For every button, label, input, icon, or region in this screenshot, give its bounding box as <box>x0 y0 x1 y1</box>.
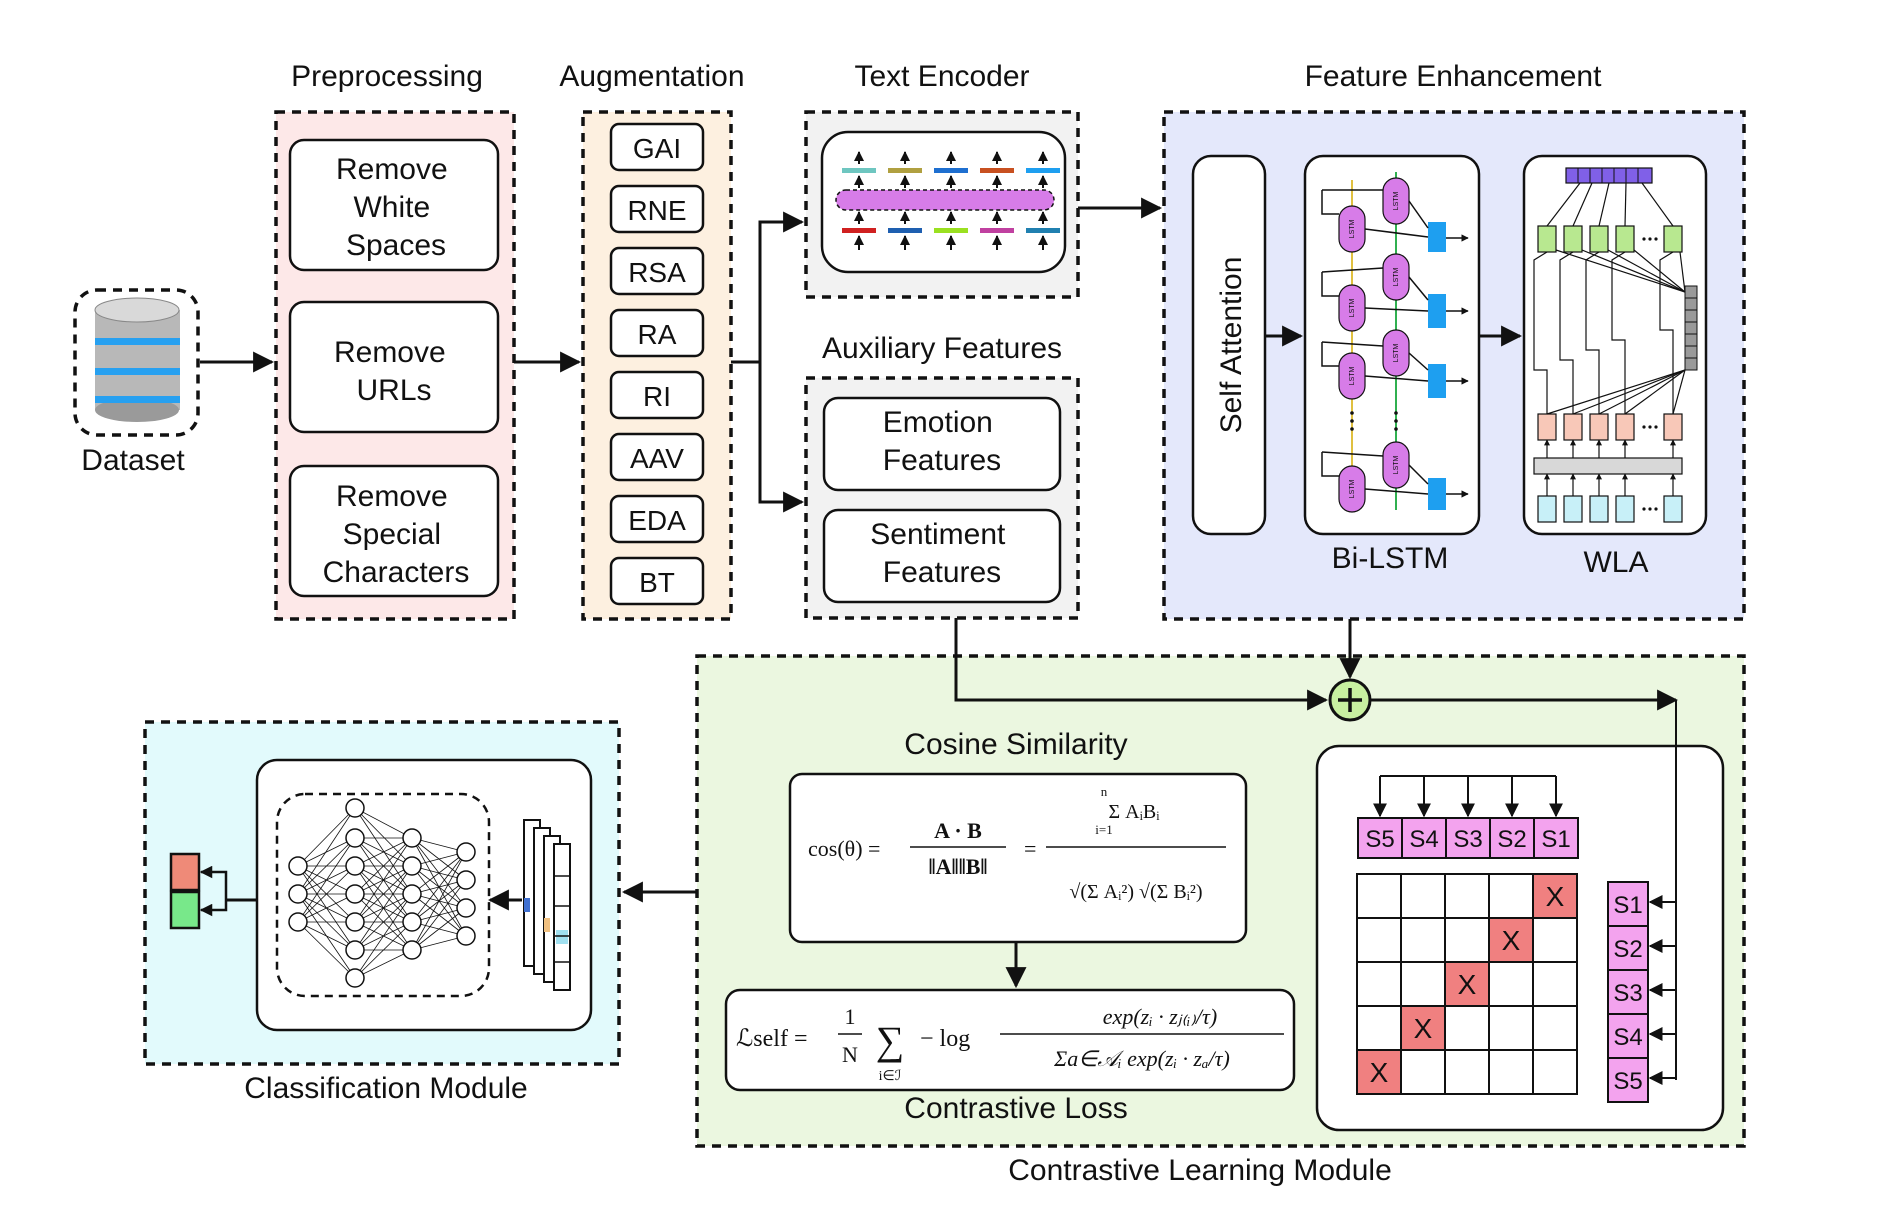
svg-text:i=1: i=1 <box>1095 822 1112 837</box>
output-classes <box>169 852 201 930</box>
svg-text:GAI: GAI <box>633 133 681 164</box>
svg-text:S5: S5 <box>1365 826 1394 853</box>
svg-text:RSA: RSA <box>628 257 686 288</box>
svg-text:EDA: EDA <box>628 505 686 536</box>
contrastive-learning-module-title: Contrastive Learning Module <box>1008 1154 1392 1187</box>
svg-text:S2: S2 <box>1613 936 1642 963</box>
augmentation-item: BT <box>609 556 705 606</box>
database-icon <box>94 297 180 422</box>
augmentation-item: RA <box>609 308 705 358</box>
top-sample-row: S5 S4 S3 S2 S1 <box>1357 817 1579 859</box>
preprocessing-step-special-characters: Remove Special Characters <box>288 464 500 598</box>
augmentation-item: RNE <box>609 184 705 234</box>
svg-text:BT: BT <box>639 567 675 598</box>
svg-text:LSTM: LSTM <box>1393 267 1400 286</box>
contrastive-loss-title: Contrastive Loss <box>904 1092 1127 1125</box>
auxiliary-features-title: Auxiliary Features <box>822 332 1062 365</box>
side-sample-column: S1 S2 S3 S4 S5 <box>1607 881 1649 1103</box>
bilstm-block: LSTM LSTM LSTM LSTM LSTM LSTM LSTM LSTM <box>1303 154 1481 536</box>
feature-map-stack-icon <box>523 819 571 991</box>
svg-text:√(Σ Aᵢ²) √(Σ Bᵢ²): √(Σ Aᵢ²) √(Σ Bᵢ²) <box>1069 881 1202 903</box>
svg-text:Remove White Space: Remove White Spaces <box>336 153 456 262</box>
diagonal-mark: X <box>1458 969 1477 1000</box>
classifier-block <box>255 758 593 1032</box>
augmentation-item: RI <box>609 370 705 420</box>
svg-text:RNE: RNE <box>627 195 686 226</box>
svg-text:Σa∈𝒜ᵢ exp(zᵢ · zₐ/τ): Σa∈𝒜ᵢ exp(zᵢ · zₐ/τ) <box>1053 1046 1230 1071</box>
feature-enhancement-title: Feature Enhancement <box>1305 60 1603 93</box>
svg-text:‖A‖‖B‖: ‖A‖‖B‖ <box>928 854 987 879</box>
sentiment-features: Sentiment Features <box>822 508 1062 604</box>
svg-text:LSTM: LSTM <box>1393 343 1400 362</box>
svg-text:i∈ℐ: i∈ℐ <box>879 1069 902 1084</box>
svg-text:S1: S1 <box>1613 892 1642 919</box>
svg-text:LSTM: LSTM <box>1349 366 1356 385</box>
augmentation-list: GAI RNE RSA RA RI AAV EDA BT <box>609 122 705 606</box>
svg-text:LSTM: LSTM <box>1349 219 1356 238</box>
svg-text:Remove Special Cha: Remove Special Characters <box>323 480 470 589</box>
diagonal-mark: X <box>1414 1013 1433 1044</box>
diagonal-mark: X <box>1370 1057 1389 1088</box>
svg-text:Self Attention: Self Attention <box>1215 257 1248 434</box>
diagonal-mark: X <box>1502 925 1521 956</box>
svg-text:1: 1 <box>845 1004 856 1029</box>
svg-text:LSTM: LSTM <box>1349 479 1356 498</box>
fusion-add-icon <box>1328 678 1372 722</box>
neural-network-icon <box>288 798 476 988</box>
svg-text:N: N <box>842 1042 858 1067</box>
svg-text:AAV: AAV <box>630 443 684 474</box>
augmentation-title: Augmentation <box>559 60 744 93</box>
bilstm-label: Bi-LSTM <box>1332 542 1449 575</box>
self-attention-block: Self Attention <box>1191 154 1267 536</box>
emotion-features: Emotion Features <box>822 396 1062 492</box>
classification-module-title: Classification Module <box>244 1072 527 1105</box>
svg-text:∑: ∑ <box>876 1018 905 1063</box>
svg-text:− log: − log <box>920 1026 970 1052</box>
wla-block <box>1522 154 1708 536</box>
svg-text:S3: S3 <box>1453 826 1482 853</box>
lstm-cells: LSTM LSTM LSTM LSTM LSTM LSTM LSTM LSTM <box>1338 177 1410 513</box>
augmentation-item: EDA <box>609 494 705 544</box>
augmentation-item: GAI <box>609 122 705 172</box>
similarity-grid: X X X X X <box>1356 873 1578 1095</box>
svg-text:Σ AᵢBᵢ: Σ AᵢBᵢ <box>1109 801 1161 823</box>
diagonal-mark: X <box>1546 881 1565 912</box>
augmentation-item: RSA <box>609 246 705 296</box>
svg-text:exp(zᵢ · zⱼ₍ᵢ₎/τ): exp(zᵢ · zⱼ₍ᵢ₎/τ) <box>1103 1004 1217 1029</box>
svg-text:S4: S4 <box>1613 1024 1642 1051</box>
svg-text:RA: RA <box>638 319 677 350</box>
svg-text:ℒself =: ℒself = <box>736 1026 807 1052</box>
preprocessing-step-urls: Remove URLs <box>288 300 500 434</box>
preprocessing-step-white-spaces: Remove White Spaces <box>288 138 500 272</box>
contrastive-loss-formula: ℒself = 1 N ∑ i∈ℐ − log exp(zᵢ · zⱼ₍ᵢ₎/τ… <box>724 988 1296 1092</box>
svg-text:cos(θ) =: cos(θ) = <box>808 836 880 861</box>
dataset-label: Dataset <box>81 444 185 477</box>
cosine-similarity-title: Cosine Similarity <box>904 728 1127 761</box>
svg-text:n: n <box>1101 784 1108 799</box>
text-encoder-title: Text Encoder <box>854 60 1029 93</box>
svg-text:S4: S4 <box>1409 826 1438 853</box>
svg-text:=: = <box>1024 836 1036 861</box>
svg-text:A · B: A · B <box>934 818 982 843</box>
svg-text:S2: S2 <box>1497 826 1526 853</box>
svg-text:Emotion Features: Emotion Features <box>883 406 1001 477</box>
preprocessing-title: Preprocessing <box>291 60 483 93</box>
svg-text:Remove URLs: Remove URLs <box>334 336 454 407</box>
augmentation-item: AAV <box>609 432 705 482</box>
svg-text:S5: S5 <box>1613 1068 1642 1095</box>
wla-label: WLA <box>1583 546 1648 579</box>
dataset-node <box>73 288 200 437</box>
svg-text:S1: S1 <box>1541 826 1570 853</box>
svg-text:Sentiment Features: Sentiment Features <box>870 518 1013 589</box>
svg-text:LSTM: LSTM <box>1349 298 1356 317</box>
svg-text:RI: RI <box>643 381 671 412</box>
cosine-similarity-formula: cos(θ) = A · B ‖A‖‖B‖ = n Σ AᵢBᵢ i=1 √(Σ… <box>788 772 1248 944</box>
svg-text:LSTM: LSTM <box>1393 191 1400 210</box>
svg-text:LSTM: LSTM <box>1393 455 1400 474</box>
text-encoder-block <box>820 130 1067 274</box>
similarity-matrix-panel: S5 S4 S3 S2 S1 S1 S2 S3 S4 S5 <box>1315 700 1725 1132</box>
svg-text:S3: S3 <box>1613 980 1642 1007</box>
